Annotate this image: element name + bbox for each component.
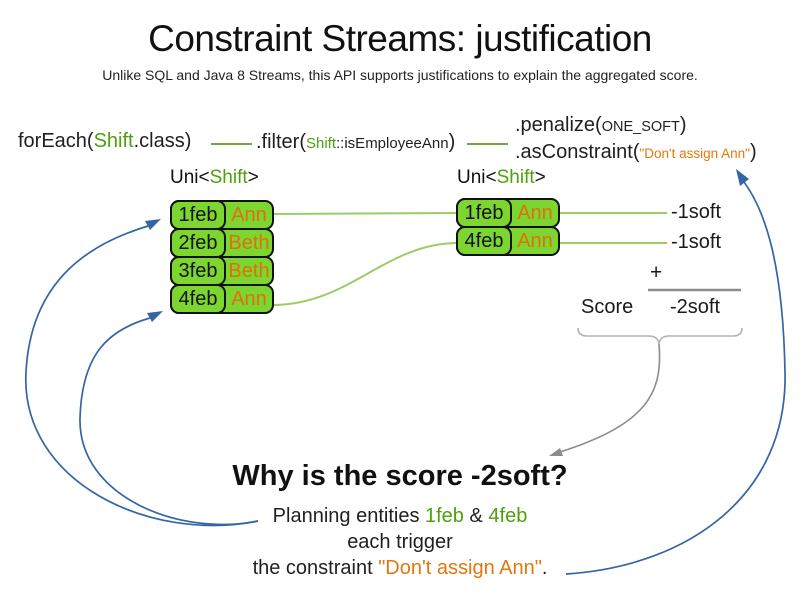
blue-arrow-to-constraint (565, 181, 786, 575)
blue-arrowhead-1feb (145, 219, 161, 230)
code-filter-pre: .filter( (256, 131, 306, 153)
entity-name: Ann (231, 203, 267, 226)
entity-name: Beth (228, 231, 270, 254)
code-filter-class: Shift (306, 135, 337, 152)
entity-row-1feb: 1feb Ann (170, 200, 274, 230)
explanation-heading: Why is the score -2soft? (232, 460, 568, 492)
entity-date: 2feb (170, 228, 226, 258)
entity-name: Ann (517, 201, 553, 224)
code-penalize-pre: .penalize( (515, 114, 602, 136)
code-asconstraint-arg: "Don't assign Ann" (639, 146, 750, 161)
blue-arrowhead-constraint (736, 169, 749, 186)
expl-ampersand: & (463, 505, 489, 527)
explanation-block: Why is the score -2soft? Planning entiti… (0, 460, 800, 581)
uni-post: > (247, 167, 259, 188)
code-foreach-post: .class) (133, 130, 192, 152)
uni-class: Shift (209, 167, 248, 188)
stream-connector-1feb (271, 212, 459, 215)
entity-date: 3feb (170, 256, 226, 286)
entity-date: 1feb (170, 200, 226, 230)
uni-class: Shift (496, 167, 535, 188)
row-score-2: -1soft (671, 231, 722, 253)
gray-arrow (559, 343, 661, 453)
uni-pre: Uni< (170, 167, 210, 188)
entity-date: 4feb (170, 284, 226, 314)
score-total: -2soft (670, 296, 721, 318)
code-foreach-class: Shift (93, 130, 134, 152)
stream-connector-4feb (271, 242, 459, 306)
entity-date: 4feb (456, 226, 512, 256)
entity-date: 1feb (456, 198, 512, 228)
entity-row-1feb: 1feb Ann (456, 198, 560, 228)
code-penalize-arg: ONE_SOFT (601, 119, 680, 135)
code-filter-method: ::isEmployeeAnn (336, 135, 449, 152)
entity-row-4feb: 4feb Ann (456, 226, 560, 256)
blue-arrowhead-4feb (147, 311, 163, 322)
code-penalize: .penalize(ONE_SOFT) (515, 114, 687, 137)
code-asconstraint-pre: .asConstraint( (515, 141, 640, 163)
code-filter: .filter(Shift::isEmployeeAnn) (256, 131, 455, 154)
expl-entity-4feb: 4feb (488, 505, 528, 527)
expl-constraint-name: "Don't assign Ann" (378, 557, 542, 579)
code-asconstraint: .asConstraint("Don't assign Ann") (515, 141, 757, 164)
expl-line1-pre: Planning entities (272, 505, 425, 527)
right-stream-table: 1feb Ann 4feb Ann (456, 198, 560, 256)
left-stream-type-label: Uni<Shift> (170, 167, 259, 189)
explanation-line-3: the constraint "Don't assign Ann". (0, 555, 800, 581)
code-penalize-post: ) (679, 114, 687, 136)
blue-arrow-to-4feb (79, 317, 259, 526)
expl-entity-1feb: 1feb (425, 505, 464, 527)
entity-row-4feb: 4feb Ann (170, 284, 274, 314)
right-stream-type-label: Uni<Shift> (457, 167, 546, 189)
explanation-line-1: Planning entities 1feb & 4feb (0, 503, 800, 529)
entity-row-2feb: 2feb Beth (170, 228, 274, 258)
blue-arrow-to-1feb (25, 225, 259, 527)
page-subtitle: Unlike SQL and Java 8 Streams, this API … (102, 67, 698, 83)
code-asconstraint-post: ) (749, 141, 757, 163)
code-foreach: forEach(Shift.class) (18, 130, 191, 153)
explanation-line-2: each trigger (347, 531, 453, 553)
plus-sign: + (650, 261, 663, 284)
entity-name: Beth (228, 259, 270, 282)
entity-name: Ann (231, 287, 267, 310)
uni-pre: Uni< (457, 167, 497, 188)
left-stream-table: 1feb Ann 2feb Beth 3feb Beth 4feb Ann (170, 200, 274, 314)
entity-name: Ann (517, 229, 553, 252)
gray-arrowhead (549, 448, 563, 456)
expl-line3-pre: the constraint (252, 557, 379, 579)
code-foreach-pre: forEach( (18, 130, 94, 152)
entity-row-3feb: 3feb Beth (170, 256, 274, 286)
uni-post: > (534, 167, 546, 188)
score-label: Score (581, 296, 634, 318)
expl-line3-post: . (541, 557, 548, 579)
page-title: Constraint Streams: justification (148, 18, 652, 59)
code-filter-post: ) (448, 131, 456, 153)
row-score-1: -1soft (671, 201, 722, 223)
score-brace (577, 327, 743, 345)
